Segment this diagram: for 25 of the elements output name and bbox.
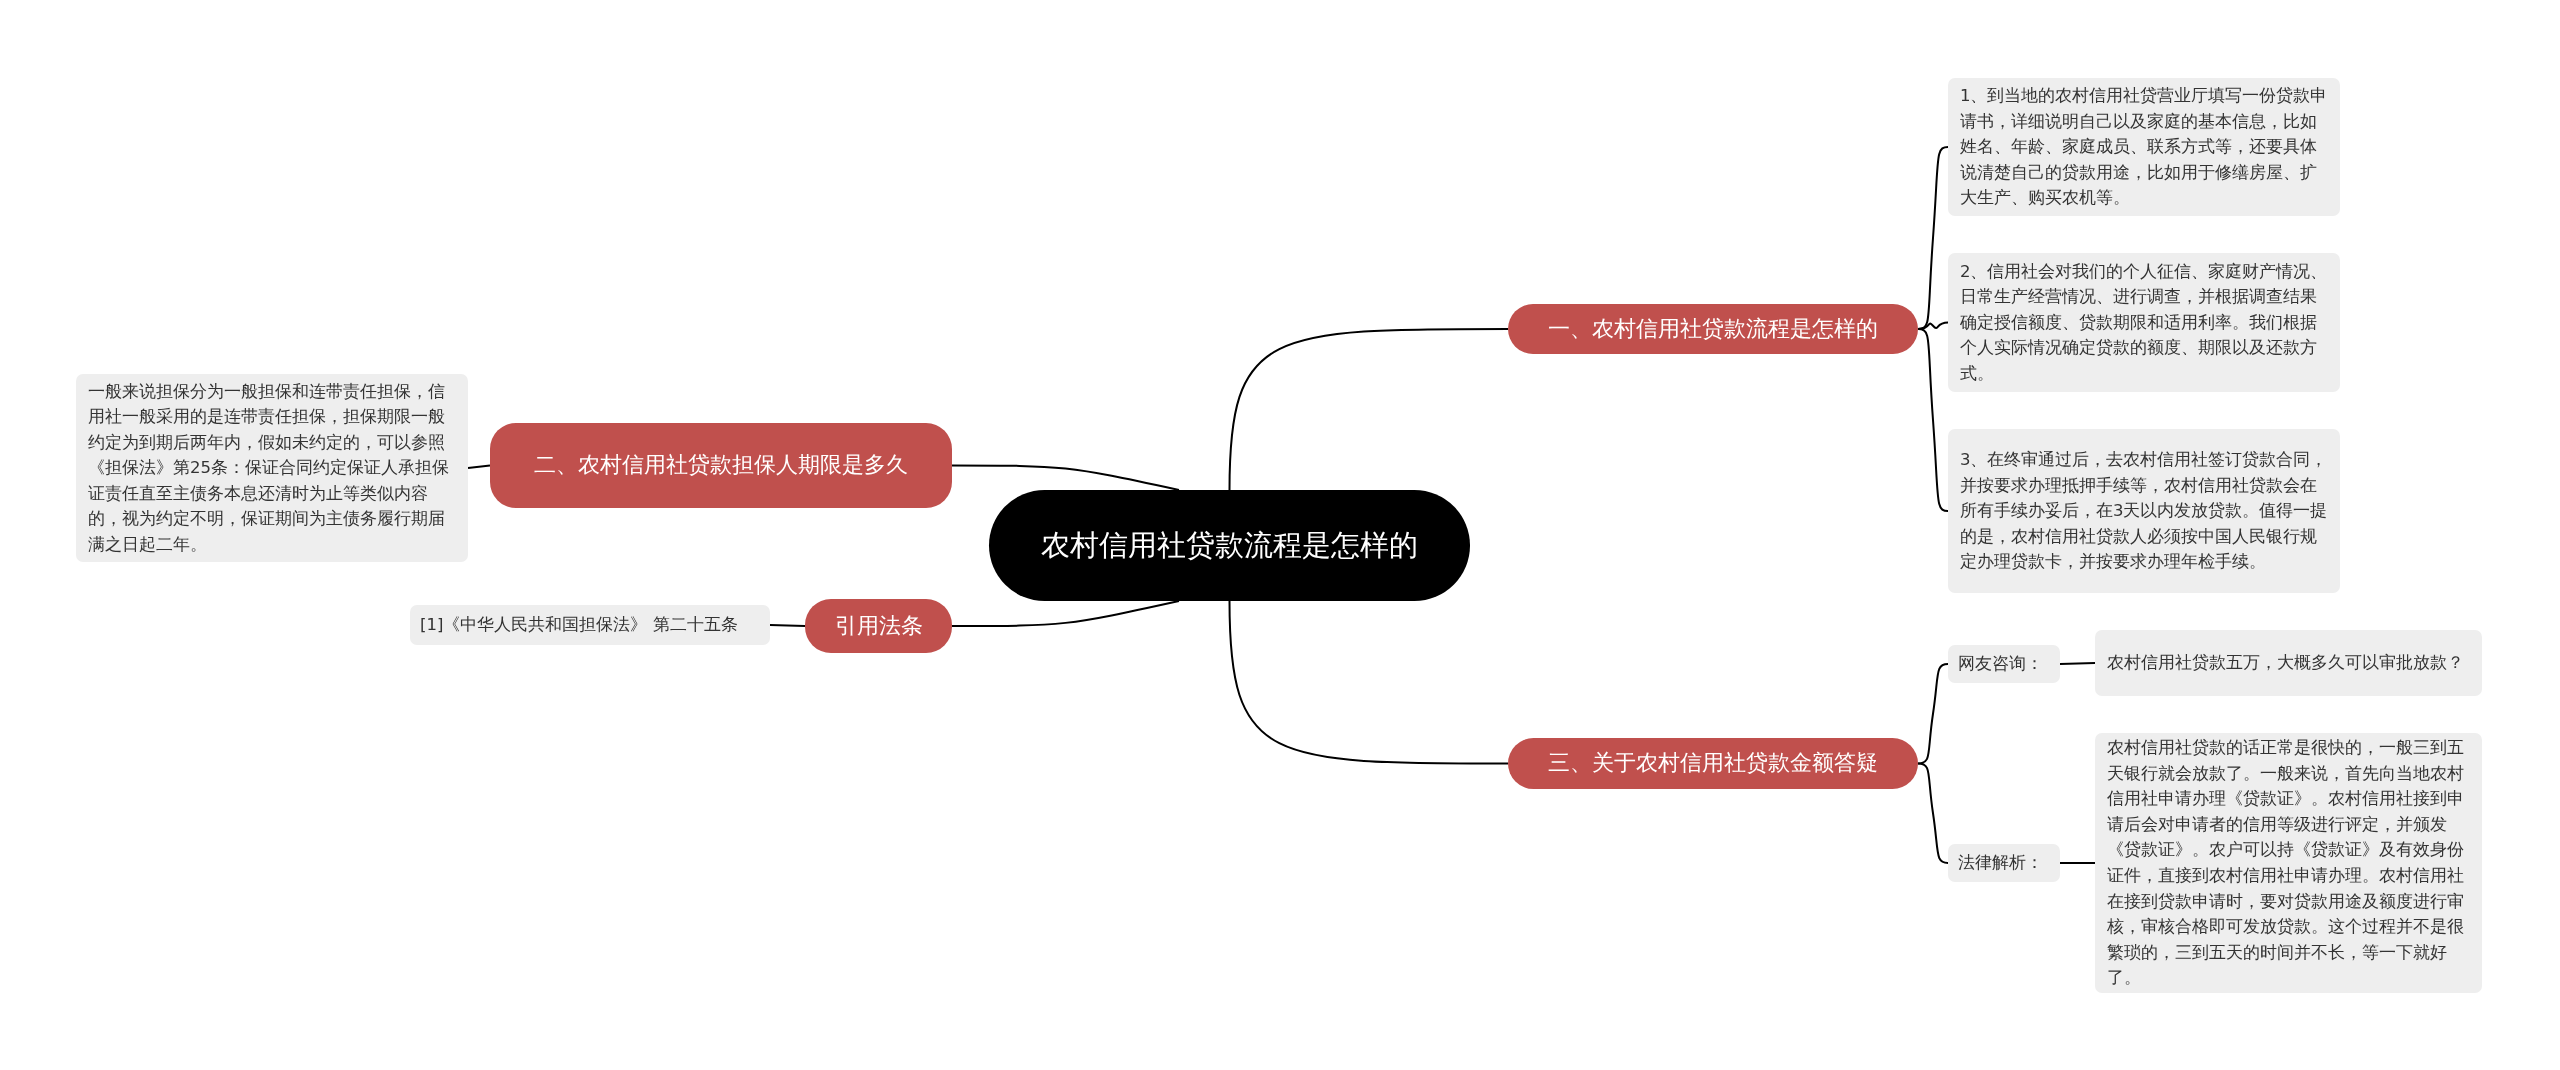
text-note: 一般来说担保分为一般担保和连带责任担保，信用社一般采用的是连带责任担保，担保期限一般约定为到期后两年内，假如未约定的，可以参照《担保法》第25条：保证合同约定保证人承担保证责任直至主债务本息还清时为止等类似内容的，视为约定不明，保证期间为主债务履行期届满之日起二年。	[76, 374, 468, 562]
text-note: 2、信用社会对我们的个人征信、家庭财产情况、日常生产经营情况、进行调查，并根据调查结果确定授信额度、贷款期限和适用利率。我们根据个人实际情况确定贷款的额度、期限以及还款方式。	[1948, 253, 2340, 392]
citation-note: [1]《中华人民共和国担保法》 第二十五条	[410, 605, 770, 645]
central-topic: 农村信用社贷款流程是怎样的	[989, 490, 1470, 601]
connector-line	[2059, 862, 2096, 864]
text-note: 3、在终审通过后，去农村信用社签订贷款合同，并按要求办理抵押手续等，农村信用社贷款会在所有手续办妥后，在3天以内发放贷款。值得一提的是，农村信用社贷款人必须按中国人民银行规定办理贷款卡，并按要求办理年检手续。	[1948, 429, 2340, 593]
connector-line	[467, 464, 491, 469]
connector-line	[1228, 328, 1509, 491]
connector-line	[951, 600, 1180, 627]
branch-topic: 三、关于农村信用社贷款金额答疑	[1508, 738, 1918, 789]
branch-topic: 二、农村信用社贷款担保人期限是多久	[490, 423, 952, 508]
connector-line	[1917, 762, 1949, 864]
subtopic-label: 网友咨询：	[1948, 645, 2060, 683]
branch-topic: 引用法条	[805, 599, 952, 653]
connector-line	[2059, 662, 2096, 665]
branch-topic: 一、农村信用社贷款流程是怎样的	[1508, 304, 1918, 354]
text-note: 1、到当地的农村信用社贷营业厅填写一份贷款申请书，详细说明自己以及家庭的基本信息，比如姓名、年龄、家庭成员、联系方式等，还要具体说清楚自己的贷款用途，比如用于修缮房屋、扩大生产、购买农机等。	[1948, 78, 2340, 216]
question-note: 农村信用社贷款五万，大概多久可以审批放款？	[2095, 630, 2482, 696]
answer-note: 农村信用社贷款的话正常是很快的，一般三到五天银行就会放款了。一般来说，首先向当地农村信用社申请办理《贷款证》。农村信用社接到申请后会对申请者的信用等级进行评定，并颁发《贷款证》。农户可以持《贷款证》及有效身份证件，直接到农村信用社申请办理。农村信用社在接到贷款申请时，要对贷款用途及额度进行审核，审核合格即可发放贷款。这个过程并不是很繁琐的，三到五天的时间并不长，等一下就好了。	[2095, 733, 2482, 993]
connector-line	[1917, 328, 1949, 512]
connector-line	[1917, 663, 1949, 765]
subtopic-label: 法律解析：	[1948, 844, 2060, 882]
connector-line	[1228, 600, 1509, 765]
connector-line	[769, 624, 806, 627]
connector-line	[951, 464, 1180, 491]
